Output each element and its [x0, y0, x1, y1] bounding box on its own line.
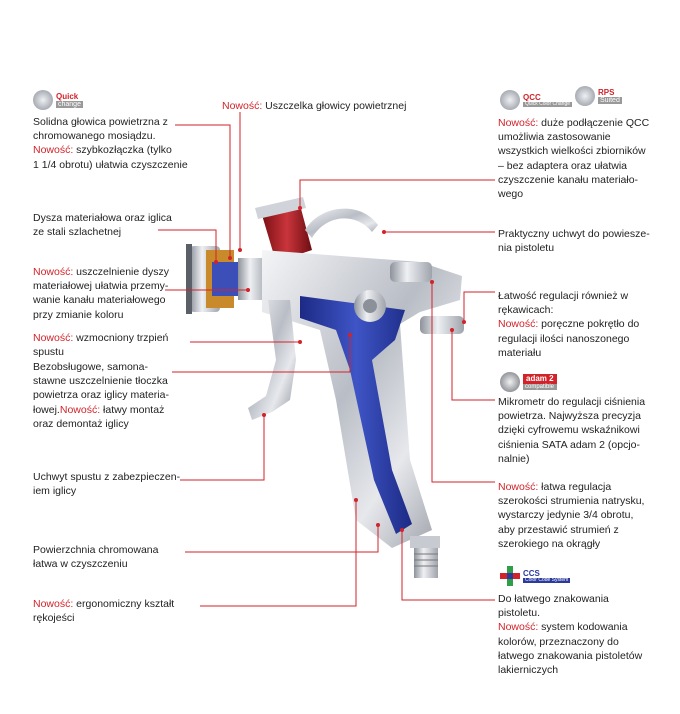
- qcc-label: QCC: [523, 92, 541, 102]
- material-knob-text: Łatwość regulacji również w rękawicach: …: [498, 289, 639, 360]
- callout-line-material-knob: [463, 291, 495, 322]
- new-label: Nowość:: [498, 481, 539, 493]
- qcc-connector: [255, 197, 312, 262]
- new-label: Nowość:: [498, 117, 539, 129]
- air-cap-head: [186, 244, 268, 314]
- qcc-text-block: Nowość: duże podłączenie QCC umożliwia z…: [498, 116, 649, 201]
- qcc-sub-label: Quick Color Change: [523, 100, 573, 107]
- new-label: Nowość:: [59, 403, 101, 416]
- chrome-surface-desc: Powierzchnia chromowana łatwa w czyszcze…: [33, 544, 159, 571]
- micrometer-desc: Mikrometr do regulacji ciśnienia powietr…: [498, 396, 646, 465]
- new-label: Nowość:: [498, 318, 539, 331]
- quick-change-text: Quick change: [56, 91, 83, 108]
- hook-desc: Praktyczny uchwyt do powiesze- nia pisto…: [498, 228, 650, 255]
- ccs-badge: CCS Color Code System: [500, 566, 571, 586]
- air-cap-seal-desc: Uszczelka głowicy powietrznej: [262, 100, 407, 112]
- chrome-surface-text: Powierzchnia chromowana łatwa w czyszcze…: [33, 543, 158, 571]
- micrometer-text: Mikrometr do regulacji ciśnienia powietr…: [498, 395, 645, 466]
- callout-line-grip: [200, 500, 357, 607]
- trigger-guard-text: Uchwyt spustu z zabezpieczen- iem iglicy: [33, 470, 180, 498]
- ccs-desc: system kodowania kolorów, przeznaczony d…: [498, 621, 643, 676]
- ccs-label: CCS: [523, 568, 540, 578]
- piston-seal-desc: Bezobsługowe, samona- stawne uszczelnien…: [33, 361, 169, 416]
- rps-sub-label: Suited: [598, 96, 622, 104]
- rps-badge: RPS Suited: [575, 86, 622, 106]
- callout-line-micrometer: [451, 330, 495, 401]
- hook-text: Praktyczny uchwyt do powiesze- nia pisto…: [498, 227, 650, 255]
- trigger: [248, 300, 296, 420]
- ccs-text-block: Do łatwego znakowania pistoletu. Nowość:…: [498, 592, 642, 677]
- quick-change-badge: Quick change: [33, 90, 83, 110]
- adam-label: adam 2: [523, 374, 557, 384]
- ccs-color-cross-icon: [500, 566, 520, 586]
- adam-gauge-icon: [500, 372, 520, 392]
- nozzle-desc: Dysza materiałowa oraz iglica ze stali s…: [33, 212, 172, 239]
- callout-line-piston-seal: [172, 335, 351, 373]
- callout-line-trigger-guard: [180, 415, 265, 481]
- new-label: Nowość:: [222, 100, 263, 112]
- callout-line-fan: [431, 282, 495, 483]
- qcc-badge: QCC Quick Color Change: [500, 90, 573, 110]
- fan-adjust-desc: łatwa regulacja szerokości strumienia na…: [498, 481, 645, 550]
- nozzle-seal-desc: uszczelnienie dyszy materiałowej ułatwia…: [33, 266, 169, 321]
- ccs-text: CCS Color Code System: [523, 568, 571, 583]
- quick-change-icon: [33, 90, 53, 110]
- piston-seal-text: Bezobsługowe, samona- stawne uszczelnien…: [33, 360, 169, 431]
- callout-line-qcc: [299, 179, 495, 208]
- rps-label: RPS: [598, 87, 615, 97]
- quick-label: Quick: [56, 91, 79, 101]
- grip-text: Nowość: ergonomiczny kształt rękojeści: [33, 597, 174, 625]
- new-label: Nowość:: [33, 332, 74, 344]
- adam-sub-label: compatible: [523, 384, 557, 390]
- nozzle-seal-text: Nowość: uszczelnienie dyszy materiałowej…: [33, 265, 169, 322]
- grip-desc: ergonomiczny kształt rękojeści: [33, 598, 175, 625]
- callout-line-nozzle: [158, 229, 217, 262]
- material-knob-desc: poręczne pokrętło do regulacji ilości na…: [498, 318, 640, 359]
- new-label: Nowość:: [498, 621, 539, 634]
- rps-text: RPS Suited: [598, 87, 622, 104]
- new-label: Nowość:: [33, 598, 74, 610]
- qcc-text: QCC Quick Color Change: [523, 92, 573, 107]
- qcc-desc: duże podłączenie QCC umożliwia zastosowa…: [498, 117, 650, 200]
- trigger-guard-desc: Uchwyt spustu z zabezpieczen- iem iglicy: [33, 471, 181, 498]
- adam-text: adam 2 compatible: [523, 374, 557, 390]
- glove-desc: Łatwość regulacji również w rękawicach:: [498, 290, 629, 317]
- quick-connector-desc: szybkozłączka (tylko 1 1/4 obrotu) ułatw…: [33, 144, 188, 171]
- adam-badge: adam 2 compatible: [500, 372, 557, 392]
- ccs-sub-label: Color Code System: [523, 576, 571, 583]
- air-connector: [410, 536, 440, 578]
- blue-grip-panel: [300, 296, 412, 534]
- marking-desc: Do łatwego znakowania pistoletu.: [498, 593, 609, 620]
- qcc-icon: [500, 90, 520, 110]
- air-cap-desc: Solidna głowica powietrzna z chromowaneg…: [33, 116, 168, 143]
- air-cap-seal-text: Nowość: Uszczelka głowicy powietrznej: [222, 99, 406, 113]
- rps-cup-icon: [575, 86, 595, 106]
- callout-line-air-cap: [175, 124, 231, 258]
- fan-adjust-text: Nowość: łatwa regulacja szerokości strum…: [498, 480, 644, 551]
- hanger-hook: [305, 208, 378, 238]
- new-label: Nowość:: [33, 266, 74, 278]
- change-label: change: [56, 100, 83, 108]
- callout-line-chrome: [185, 525, 379, 553]
- needle-mount-desc: łatwy montaż oraz demontaż iglicy: [33, 403, 165, 430]
- trigger-pin-text: Nowość: wzmocniony trzpień spustu: [33, 331, 168, 359]
- adjustment-knobs: [354, 262, 464, 334]
- air-cap-text: Solidna głowica powietrzna z chromowaneg…: [33, 115, 198, 172]
- trigger-pin-desc: wzmocniony trzpień spustu: [33, 332, 169, 359]
- new-label: Nowość:: [33, 144, 74, 157]
- callout-line-ccs: [401, 530, 495, 601]
- nozzle-text: Dysza materiałowa oraz iglica ze stali s…: [33, 211, 172, 239]
